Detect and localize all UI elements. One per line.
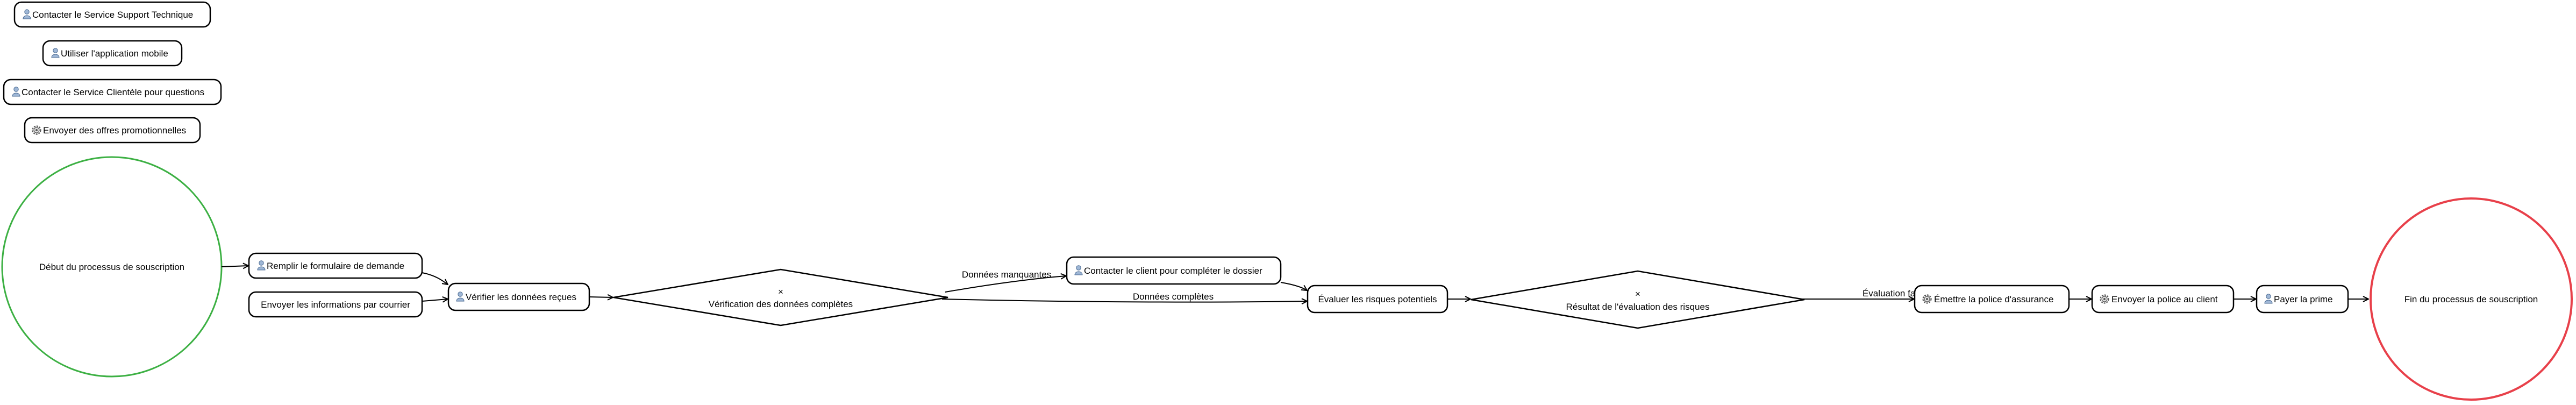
task-payer-prime[interactable]: Payer la prime	[2256, 285, 2349, 314]
task-envoyer-police-client[interactable]: Envoyer la police au client	[2091, 285, 2235, 314]
edge-label-donnees-completes: Données complètes	[1133, 292, 1214, 302]
exclusive-x-icon: ×	[1635, 289, 1640, 299]
task-label: Envoyer la police au client	[2111, 294, 2218, 304]
start-event[interactable]: Début du processus de souscription	[1, 156, 223, 378]
edge-start-to-remplir	[221, 266, 248, 267]
task-remplir-formulaire[interactable]: Remplir le formulaire de demande	[248, 252, 423, 279]
task-label: Contacter le Service Clientèle pour ques…	[22, 87, 204, 97]
task-envoyer-offres-promotionnelles[interactable]: Envoyer des offres promotionnelles	[24, 117, 201, 144]
task-contacter-client[interactable]: Contacter le client pour compléter le do…	[1066, 256, 1282, 285]
task-utiliser-application-mobile[interactable]: Utiliser l'application mobile	[42, 40, 183, 67]
task-label: Remplir le formulaire de demande	[267, 261, 404, 271]
edge-contacter-to-evaluer	[1280, 282, 1307, 290]
end-event[interactable]: Fin du processus de souscription	[2370, 197, 2573, 401]
task-label: Émettre la police d'assurance	[1934, 294, 2053, 304]
task-label: Utiliser l'application mobile	[61, 48, 168, 59]
task-label: Envoyer des offres promotionnelles	[43, 125, 186, 136]
task-contacter-support-technique[interactable]: Contacter le Service Support Technique	[13, 1, 211, 28]
start-event-label: Début du processus de souscription	[39, 262, 184, 272]
edge-g1-to-evaluer	[941, 299, 1307, 302]
task-label: Contacter le client pour compléter le do…	[1084, 266, 1262, 276]
task-label: Envoyer les informations par courrier	[261, 300, 410, 310]
task-verifier-donnees[interactable]: Vérifier les données reçues	[447, 282, 590, 311]
end-event-label: Fin du processus de souscription	[2404, 294, 2538, 304]
edge-g1-to-contacter	[945, 276, 1066, 293]
edge-label-donnees-manquantes: Données manquantes	[962, 269, 1051, 280]
task-evaluer-risques[interactable]: Évaluer les risques potentiels	[1307, 285, 1448, 314]
edge-remplir-to-verifier	[422, 272, 448, 285]
task-label: Évaluer les risques potentiels	[1318, 294, 1437, 304]
task-label: Contacter le Service Support Technique	[32, 10, 193, 20]
task-emettre-police[interactable]: Émettre la police d'assurance	[1914, 285, 2070, 314]
edge-courrier-to-verifier	[422, 299, 448, 301]
task-label: Vérifier les données reçues	[466, 292, 576, 302]
gateway-verification-donnees[interactable]: × Vérification des données complètes	[613, 268, 948, 326]
gateway-resultat-evaluation[interactable]: × Résultat de l'évaluation des risques	[1471, 270, 1805, 329]
gateway-label: Résultat de l'évaluation des risques	[1566, 302, 1710, 312]
edges	[221, 266, 2368, 302]
task-contacter-service-clientele[interactable]: Contacter le Service Clientèle pour ques…	[3, 79, 222, 105]
task-envoyer-informations-courrier[interactable]: Envoyer les informations par courrier	[248, 291, 423, 318]
gateway-label: Vérification des données complètes	[709, 299, 853, 309]
exclusive-x-icon: ×	[778, 287, 783, 297]
task-label: Payer la prime	[2274, 294, 2333, 304]
